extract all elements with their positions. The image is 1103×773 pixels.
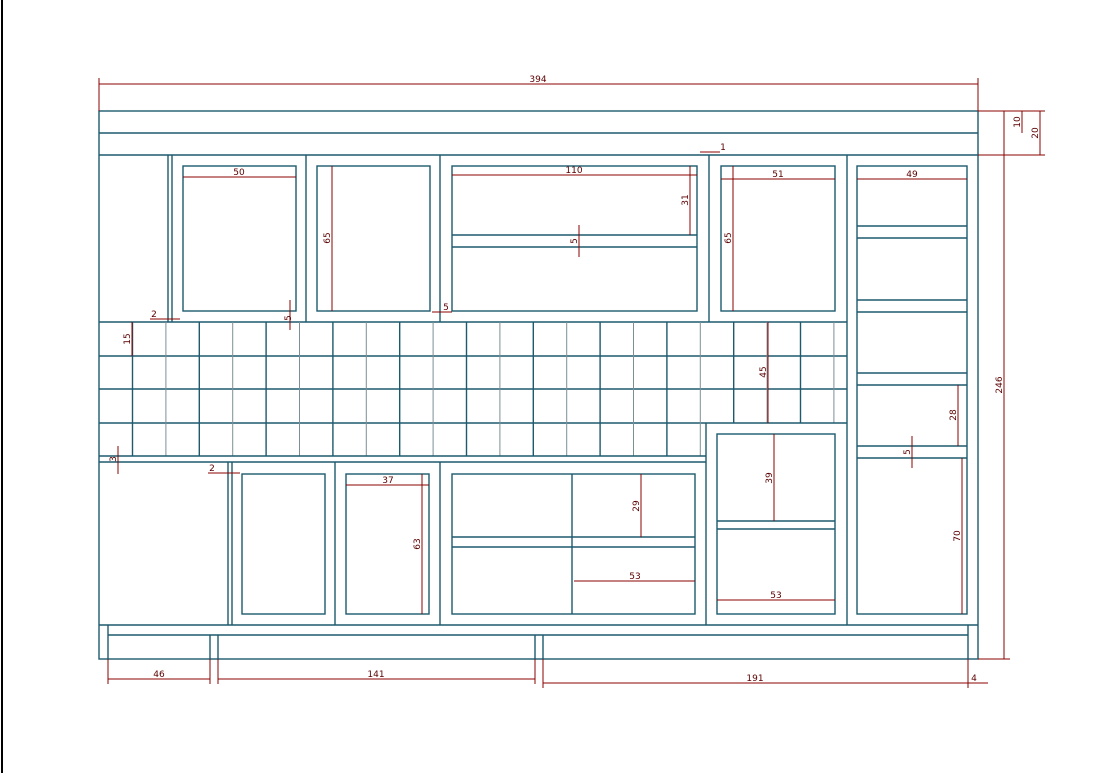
dim-shelf-31: 31 (681, 194, 691, 205)
dim-door-50: 50 (233, 168, 245, 178)
dim-door-51: 51 (772, 170, 783, 180)
dim-door-49: 49 (906, 170, 918, 180)
dim-gap-5b: 5 (284, 315, 294, 321)
dim-width-53b: 53 (770, 591, 781, 601)
lower-door-1 (241, 473, 326, 615)
dim-total-height: 246 (995, 376, 1005, 393)
dimension-labels: 394 10 20 246 1 50 110 31 5 51 49 65 65 … (109, 75, 1041, 684)
upper-door-4 (720, 165, 836, 312)
dim-plinth-4: 4 (971, 674, 977, 684)
lower-door-3 (451, 473, 696, 615)
dim-gap-1: 1 (720, 143, 726, 153)
dim-door-37: 37 (382, 476, 393, 486)
upper-door-3 (451, 165, 698, 312)
dim-overall-width: 394 (529, 75, 546, 85)
dim-height-65b: 65 (724, 232, 734, 243)
lower-door-2 (345, 473, 430, 615)
upper-door-2 (316, 165, 431, 312)
upper-door-1 (182, 165, 297, 312)
dim-tall-5: 5 (903, 449, 913, 455)
dim-gap-5c: 5 (443, 303, 449, 313)
dim-plinth-141: 141 (367, 670, 384, 680)
dim-plinth-191: 191 (746, 674, 763, 684)
dim-height-39: 39 (765, 472, 775, 484)
dim-door-110: 110 (565, 166, 582, 176)
dim-tile-15: 15 (123, 333, 133, 344)
dim-shelf-5: 5 (570, 238, 580, 244)
dim-width-53a: 53 (629, 572, 640, 582)
backsplash-tiles (99, 322, 847, 456)
dim-height-65a: 65 (323, 232, 333, 243)
dim-splash-45: 45 (759, 366, 769, 377)
dim-gap-2a: 2 (151, 310, 157, 320)
cabinet-outline (98, 110, 979, 660)
dim-height-70: 70 (953, 530, 963, 542)
dim-counter-3: 3 (109, 456, 119, 462)
dim-gap-2b: 2 (209, 464, 215, 474)
dimension-lines (98, 78, 1045, 688)
dim-crown-10: 10 (1013, 116, 1023, 128)
dim-crown-20: 20 (1031, 127, 1041, 139)
dim-height-63: 63 (413, 538, 423, 549)
lower-cabinets (99, 422, 978, 659)
dim-shelf-29: 29 (632, 500, 642, 512)
tall-cabinet-door (856, 165, 968, 615)
dim-tall-28: 28 (949, 409, 959, 421)
lower-door-4 (716, 433, 836, 615)
dim-plinth-46: 46 (153, 670, 165, 680)
